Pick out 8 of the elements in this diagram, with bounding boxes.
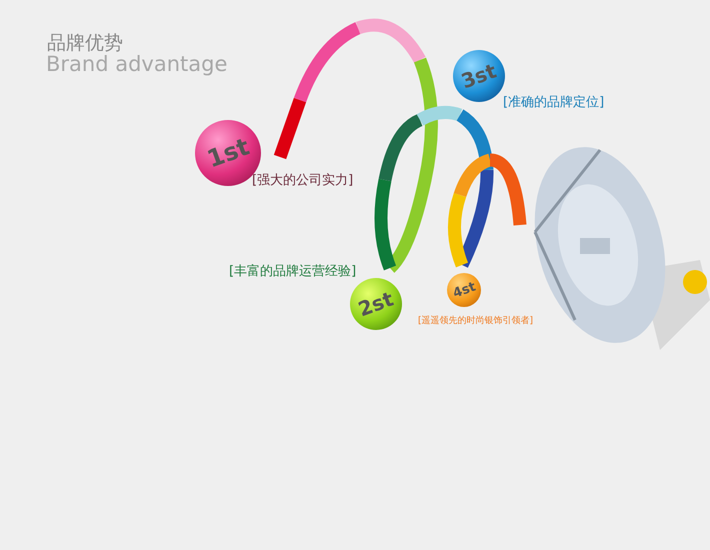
- numbered-ball: 4st: [447, 273, 481, 307]
- caption-text: [准确的品牌定位]: [503, 94, 604, 111]
- title-heading: 品牌优势: [47, 31, 123, 55]
- numbered-ball: 3st: [453, 50, 505, 102]
- subtitle-text: Brand advantage: [46, 52, 228, 76]
- caption-text: [遥遥领先的时尚银饰引领者]: [418, 314, 534, 327]
- caption-text: [丰富的品牌运营经验]: [229, 263, 356, 280]
- numbered-ball: 2st: [350, 278, 402, 330]
